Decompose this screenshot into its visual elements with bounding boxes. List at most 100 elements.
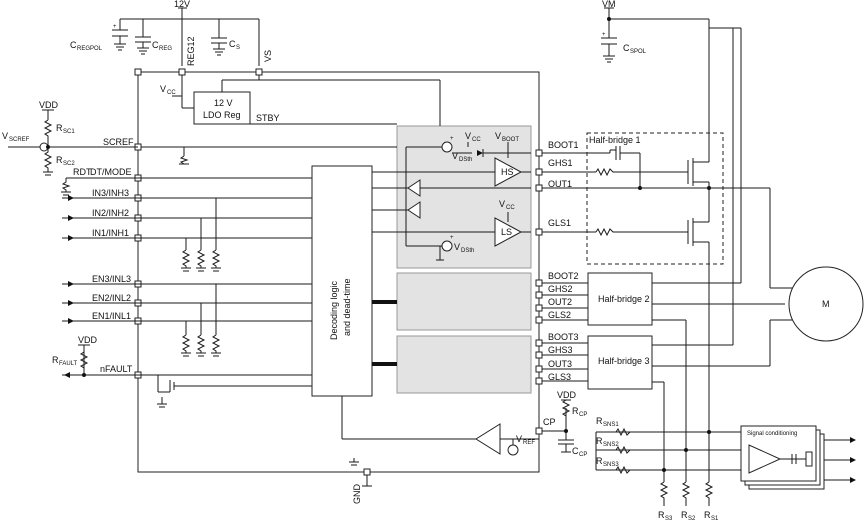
label-half-bridge1: Half-bridge 1 bbox=[589, 135, 641, 145]
scref-network bbox=[8, 109, 397, 176]
svg-text:R: R bbox=[572, 406, 579, 416]
svg-text:S3: S3 bbox=[665, 516, 673, 522]
svg-text:HS: HS bbox=[501, 167, 514, 177]
input-lines bbox=[62, 195, 312, 324]
gnd-pin bbox=[349, 458, 372, 487]
svg-text:SCREF: SCREF bbox=[9, 137, 30, 143]
svg-text:DSth: DSth bbox=[461, 248, 474, 254]
sns-lines bbox=[595, 427, 741, 475]
svg-text:REF: REF bbox=[523, 440, 535, 446]
svg-text:CP: CP bbox=[579, 412, 587, 418]
pin-label-cp: CP bbox=[543, 417, 556, 427]
cp-network bbox=[542, 399, 574, 453]
svg-text:DSth: DSth bbox=[459, 157, 472, 163]
half-bridge1-external bbox=[542, 146, 711, 482]
plus-sign-top: + bbox=[450, 136, 454, 142]
ldo-regulator-block: 12 V LDO Reg bbox=[193, 91, 251, 125]
pin-label-out1: OUT1 bbox=[548, 179, 572, 189]
dtmode-network bbox=[61, 177, 312, 196]
svg-text:V: V bbox=[499, 199, 505, 209]
svg-text:C: C bbox=[229, 39, 236, 49]
ldo-wiring bbox=[172, 72, 441, 126]
label-12v: 12V bbox=[174, 0, 190, 9]
label-vdd-scref: VDD bbox=[39, 100, 59, 110]
svg-text:S1: S1 bbox=[711, 516, 719, 522]
half-bridge1-gate-driver-region bbox=[396, 125, 532, 269]
svg-text:R: R bbox=[596, 456, 603, 466]
svg-text:R: R bbox=[596, 436, 603, 446]
pin-label-reg12: REG12 bbox=[186, 36, 196, 66]
svg-text:V: V bbox=[465, 131, 471, 141]
pin-label-ghs2: GHS2 bbox=[548, 284, 573, 294]
pin-label-in3: IN3/INH3 bbox=[92, 188, 129, 198]
charge-pump bbox=[341, 396, 539, 456]
svg-text:12 V: 12 V bbox=[214, 98, 233, 108]
svg-text:V: V bbox=[2, 131, 8, 141]
pin-label-ghs3: GHS3 bbox=[548, 345, 573, 355]
top-rails bbox=[119, 7, 710, 150]
svg-text:SNS1: SNS1 bbox=[603, 422, 619, 428]
svg-text:Decoding logic: Decoding logic bbox=[329, 280, 339, 340]
label-vdd-cp: VDD bbox=[557, 390, 577, 400]
nfault-network bbox=[62, 344, 312, 408]
svg-text:SC2: SC2 bbox=[63, 161, 75, 167]
svg-text:BOOT: BOOT bbox=[502, 137, 519, 143]
svg-text:CP: CP bbox=[579, 452, 587, 458]
svg-text:V: V bbox=[454, 242, 460, 252]
svg-text:SNS3: SNS3 bbox=[603, 462, 619, 468]
pin-label-en3: EN3/INL3 bbox=[92, 274, 131, 284]
cap-cregpol: + bbox=[112, 24, 128, 51]
svg-text:R: R bbox=[658, 510, 665, 520]
half-bridge3-block: Half-bridge 3 bbox=[587, 335, 653, 390]
half-bridge3-gate-driver-region bbox=[396, 335, 532, 394]
svg-text:SNS2: SNS2 bbox=[603, 442, 619, 448]
svg-text:and dead-time: and dead-time bbox=[342, 278, 352, 336]
sense-resistors bbox=[659, 481, 714, 506]
label-vdd-fault: VDD bbox=[78, 335, 98, 345]
svg-text:C: C bbox=[572, 446, 579, 456]
svg-text:C: C bbox=[623, 43, 630, 53]
label-vm: VM bbox=[602, 0, 616, 9]
pin-label-gls3: GLS3 bbox=[548, 372, 571, 382]
svg-text:R: R bbox=[704, 510, 711, 520]
svg-text:R: R bbox=[56, 155, 63, 165]
svg-text:LS: LS bbox=[501, 227, 512, 237]
svg-text:+: + bbox=[602, 32, 606, 38]
pin-label-dtmode: DT/MODE bbox=[90, 167, 132, 177]
label-rdt: RDT bbox=[73, 167, 92, 177]
signal-conditioning-block: Signal conditioning bbox=[740, 425, 856, 490]
label-stby: STBY bbox=[256, 113, 280, 123]
svg-text:REGPOL: REGPOL bbox=[77, 46, 103, 52]
pin-label-en1: EN1/INL1 bbox=[92, 311, 131, 321]
cap-creg bbox=[135, 36, 151, 55]
svg-text:CC: CC bbox=[506, 205, 515, 211]
svg-text:SC1: SC1 bbox=[63, 129, 75, 135]
pin-label-in2: IN2/INH2 bbox=[92, 208, 129, 218]
pin-label-boot3: BOOT3 bbox=[548, 332, 579, 342]
cap-cs bbox=[211, 37, 227, 56]
pin-label-scref: SCREF bbox=[103, 137, 134, 147]
decoding-logic-block: Decoding logic and dead-time bbox=[311, 165, 373, 397]
hb1-gate-driver: HS LS bbox=[372, 141, 531, 261]
pin-label-out3: OUT3 bbox=[548, 359, 572, 369]
svg-text:R: R bbox=[56, 123, 63, 133]
pin-label-boot2: BOOT2 bbox=[548, 271, 579, 281]
